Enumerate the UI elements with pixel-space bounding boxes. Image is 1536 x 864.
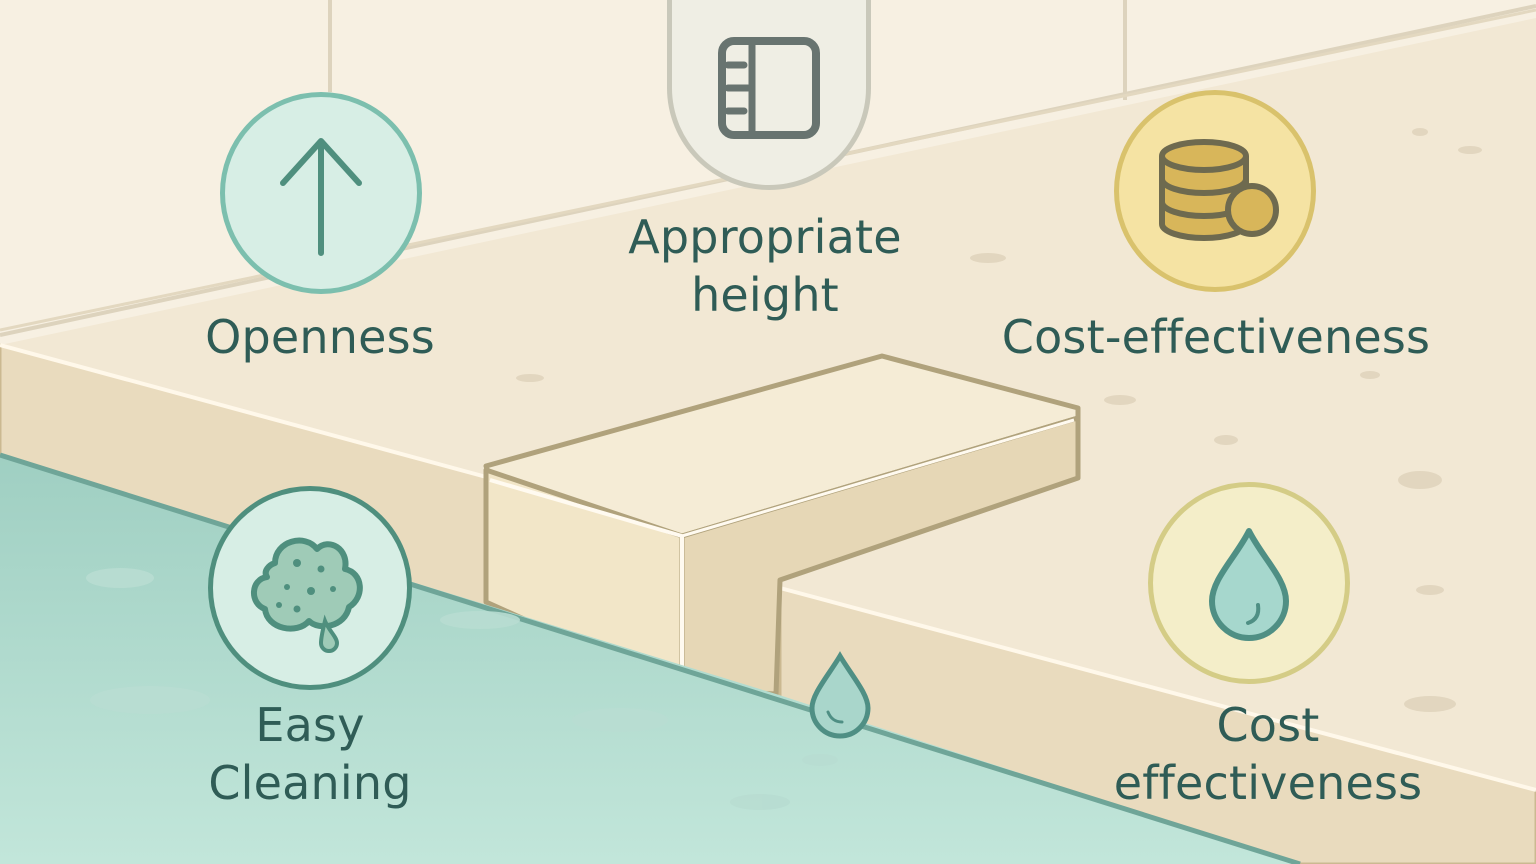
openness-badge bbox=[220, 92, 422, 294]
cleaning-badge bbox=[208, 486, 412, 690]
cost-bottom-badge bbox=[1148, 482, 1350, 684]
stain-icon bbox=[251, 537, 363, 653]
height-badge bbox=[667, 0, 871, 190]
coin-stack-icon bbox=[1159, 139, 1279, 241]
arrow-up-icon bbox=[280, 138, 362, 256]
water-drop-icon bbox=[1209, 528, 1289, 641]
height-label-line1: Appropriate bbox=[628, 210, 902, 264]
cleaning-label: Easy Cleaning bbox=[160, 696, 460, 812]
openness-label: Openness bbox=[205, 310, 435, 364]
height-label-line2: height bbox=[691, 268, 839, 322]
threshold-block bbox=[483, 353, 1081, 697]
cost-bottom-label-line2: effectiveness bbox=[1113, 756, 1423, 810]
water-drop-icon bbox=[809, 651, 871, 739]
height-gauge-icon bbox=[718, 36, 820, 139]
cost-top-label: Cost-effectiveness bbox=[1001, 310, 1431, 364]
cost-bottom-label: Cost effectiveness bbox=[1068, 696, 1468, 812]
cost-bottom-label-line1: Cost bbox=[1216, 698, 1320, 752]
water-edge bbox=[0, 452, 1301, 864]
cost-top-badge bbox=[1114, 90, 1316, 292]
cleaning-label-line2: Cleaning bbox=[208, 756, 412, 810]
floor-speckles bbox=[516, 128, 1482, 712]
height-label: Appropriate height bbox=[565, 208, 965, 324]
cleaning-label-line1: Easy bbox=[255, 698, 365, 752]
